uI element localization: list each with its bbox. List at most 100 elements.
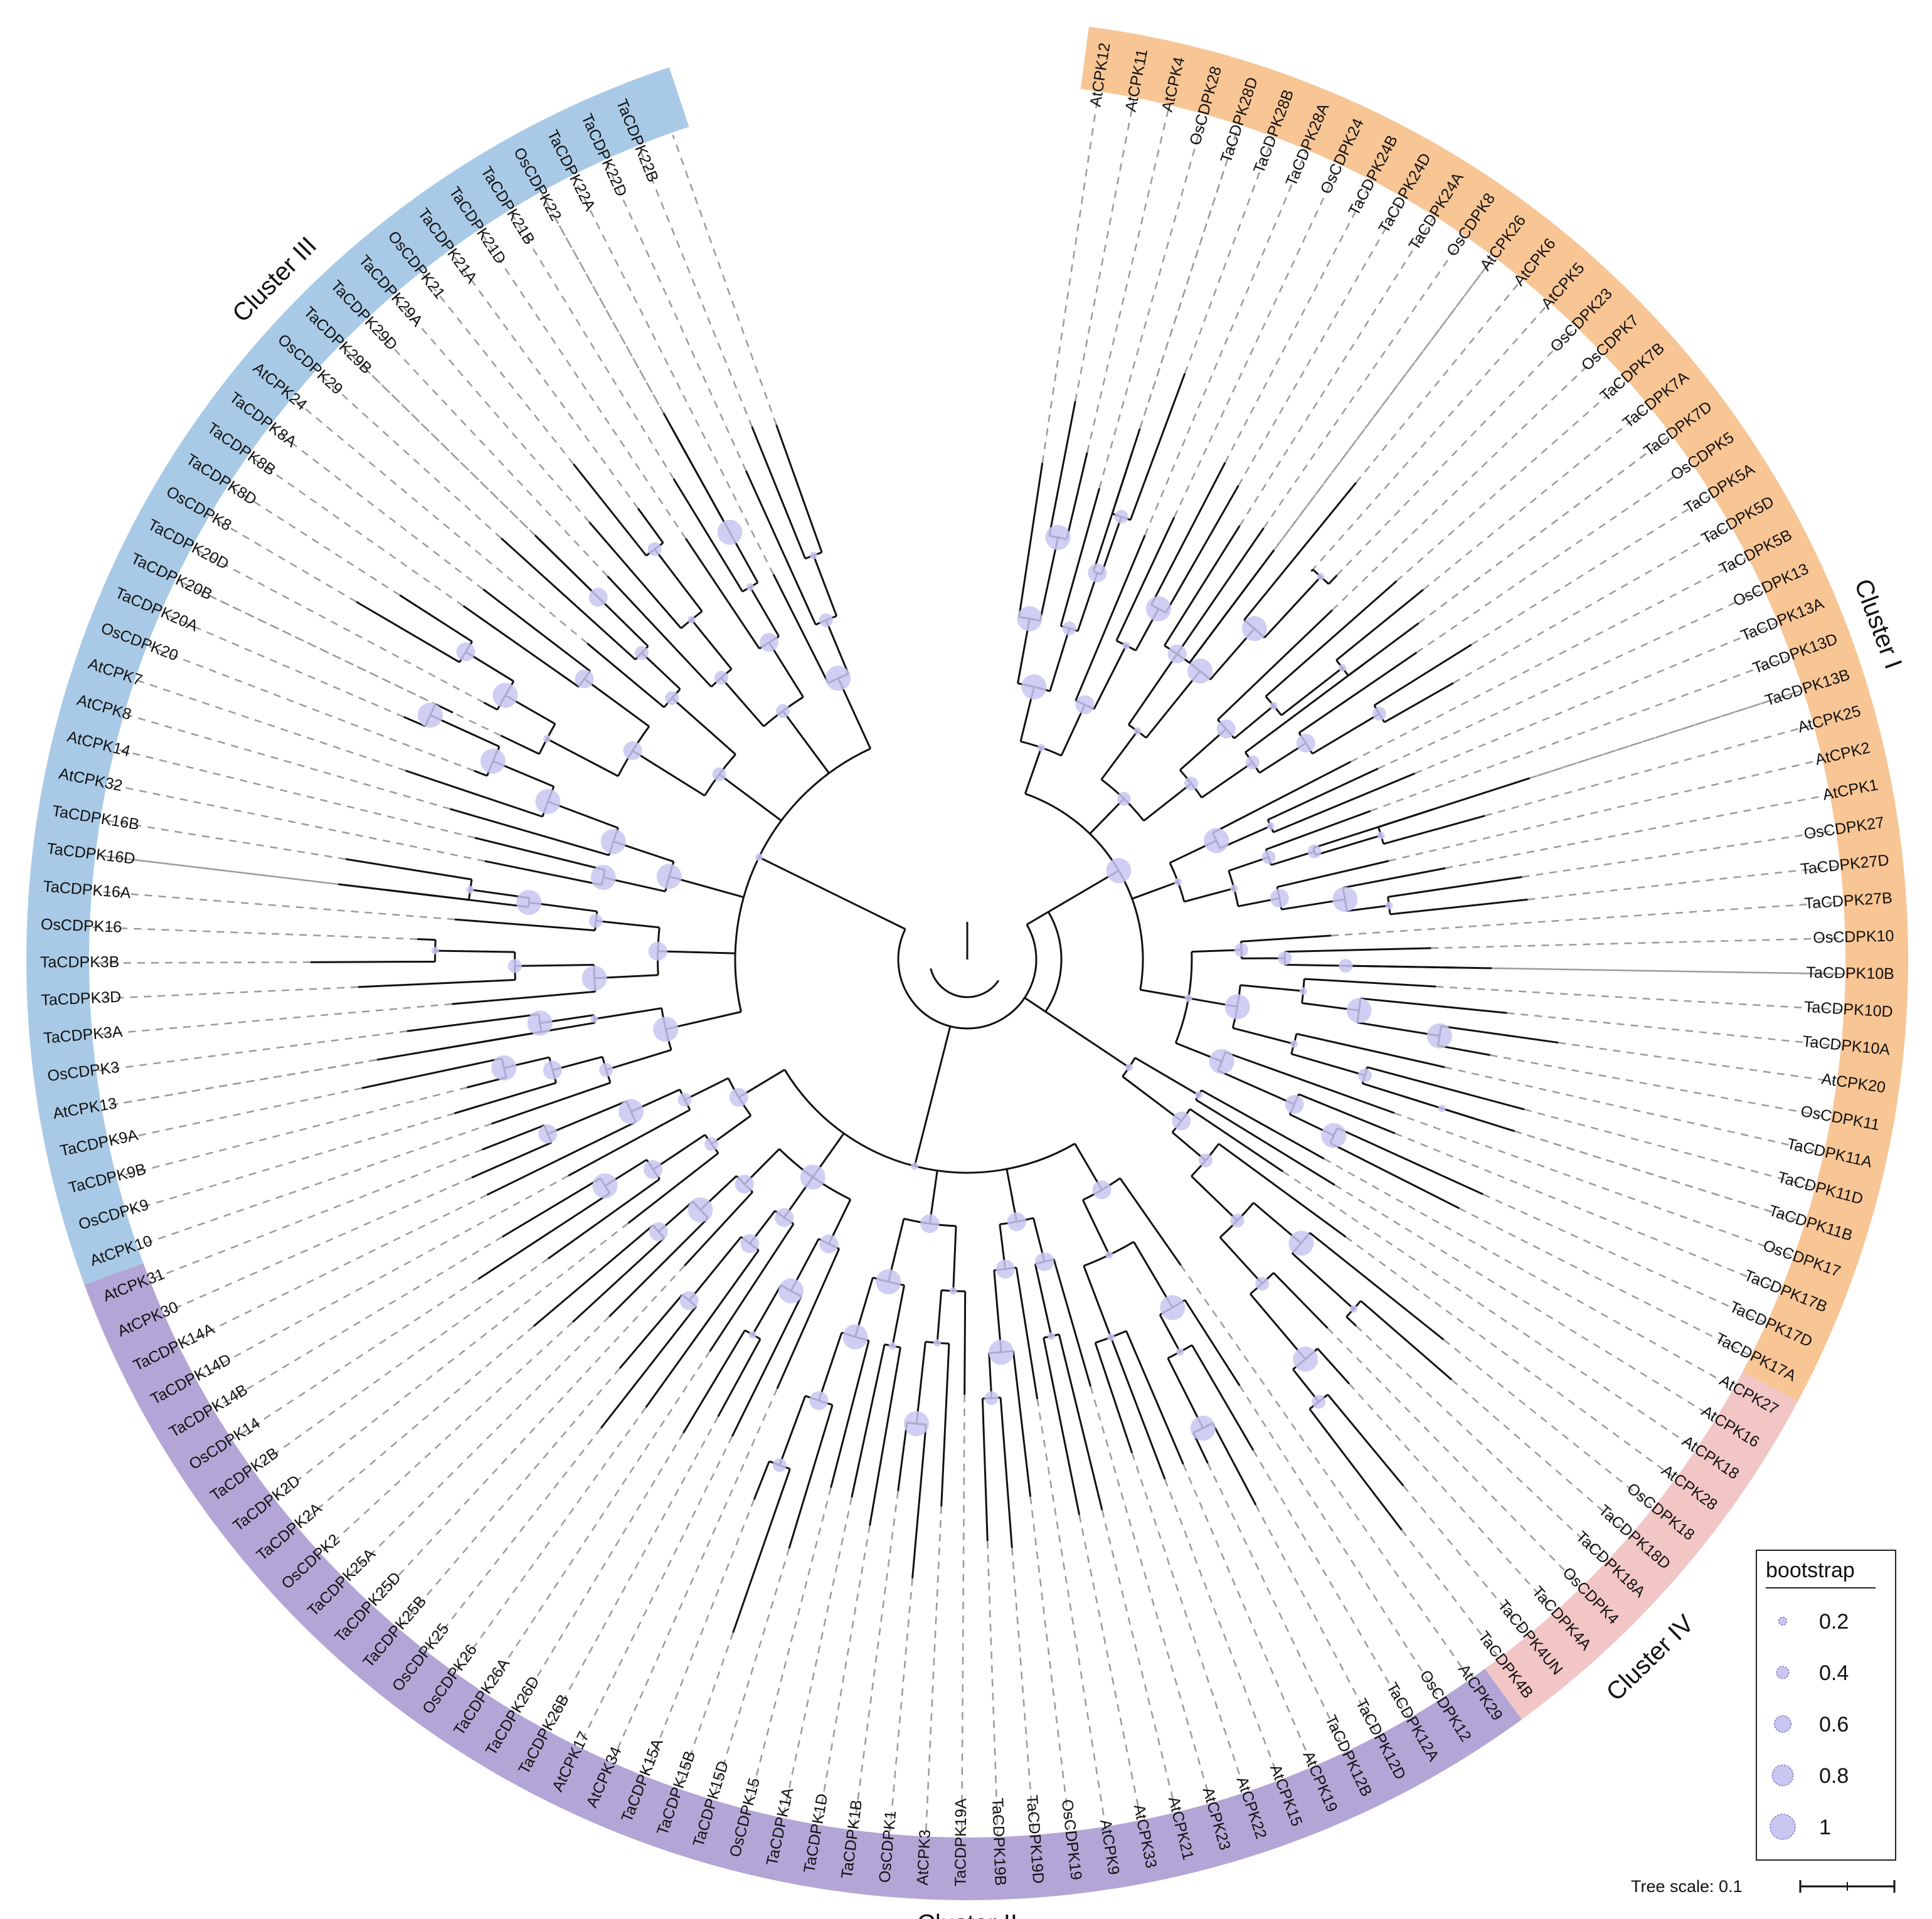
leaf-guide (1529, 690, 1802, 780)
leaf-guide (294, 399, 588, 644)
leaf-guide (1370, 656, 1790, 812)
branch (869, 1347, 901, 1526)
branch (776, 1248, 841, 1389)
bootstrap-circle (1245, 755, 1260, 769)
leaf-guide (1011, 1548, 1035, 1833)
branch (1273, 772, 1416, 833)
branch (1048, 401, 1076, 536)
leaf-label: TaCDPK10B (1806, 964, 1894, 983)
branch (483, 701, 498, 711)
leaf-guide (672, 134, 777, 425)
bootstrap-circle (1261, 850, 1276, 864)
leaf-guide (1507, 1012, 1839, 1047)
leaf-guide (1482, 1193, 1765, 1323)
bootstrap-circle (825, 665, 851, 691)
branch (1327, 574, 1338, 585)
leaf-guide (1416, 465, 1691, 653)
bootstrap-circle (1122, 642, 1130, 650)
root-arc (1044, 911, 1063, 1013)
branch (627, 1152, 719, 1224)
branch (1212, 761, 1352, 834)
root-arc (897, 924, 1038, 1030)
branch (1065, 452, 1088, 540)
bootstrap-circle (644, 1160, 663, 1179)
branch (572, 1237, 665, 1323)
root-arc (930, 968, 1000, 998)
leaf-label: OsCDPK16 (41, 916, 122, 936)
branch (1122, 1076, 1182, 1122)
bootstrap-circle (1167, 644, 1187, 663)
leaf-guide (1432, 690, 1802, 811)
leaf-guide (346, 1316, 610, 1578)
branch (608, 1217, 709, 1318)
bootstrap-circle (1114, 509, 1128, 524)
branch (484, 860, 602, 886)
branch (605, 1049, 672, 1071)
leaf-guide (128, 1113, 455, 1212)
bootstrap-circle (1270, 702, 1278, 710)
branch (1383, 815, 1485, 845)
leaf-guide (1444, 1066, 1822, 1153)
leaf-guide (1331, 901, 1842, 937)
branch (1243, 482, 1357, 621)
branch (632, 749, 706, 797)
leaf-guide (1436, 985, 1842, 1011)
branch (474, 769, 488, 777)
branch (1232, 1027, 1295, 1045)
bootstrap-circle (516, 890, 542, 916)
branch (1134, 1057, 1199, 1096)
branch (462, 605, 580, 688)
bootstrap-circle (984, 1391, 999, 1405)
branch (1159, 1314, 1181, 1353)
bootstrap-circle (1372, 707, 1387, 721)
bootstrap-circle (491, 1055, 517, 1081)
branch (981, 1398, 989, 1541)
leaf-guide (853, 1491, 899, 1828)
branch (586, 642, 665, 708)
leaf-guide (1036, 1398, 1106, 1824)
leaf-guide (1350, 557, 1746, 763)
branch (768, 642, 804, 698)
branch (657, 950, 736, 954)
branch (1273, 1272, 1329, 1329)
branch (1191, 1175, 1238, 1222)
bootstrap-circle (1187, 658, 1213, 684)
bootstrap-circle (1174, 878, 1182, 886)
branch (837, 677, 872, 749)
branch (536, 537, 599, 598)
branch (1049, 628, 1071, 692)
leaf-guide (1252, 1449, 1409, 1716)
branch (1039, 537, 1059, 621)
branch (911, 1424, 927, 1578)
legend-box (1756, 1550, 1896, 1861)
bootstrap-circle (809, 1391, 829, 1410)
bootstrap-circle (480, 748, 506, 774)
branch (607, 575, 713, 688)
branch (993, 1270, 1002, 1353)
branch (825, 620, 849, 675)
branch (1059, 488, 1101, 626)
branch (1018, 462, 1044, 617)
bootstrap-circle (527, 1010, 553, 1036)
branch (482, 588, 591, 672)
branch (1075, 535, 1146, 701)
branch (1346, 904, 1389, 912)
bootstrap-circle (1438, 1104, 1446, 1113)
branch (471, 1141, 552, 1179)
branch (1367, 1066, 1525, 1111)
bootstrap-circle (590, 865, 616, 891)
branch (597, 596, 649, 647)
leaf-guide (573, 177, 775, 575)
bootstrap-circle (714, 670, 728, 685)
leaf-guide (1041, 93, 1099, 463)
bootstrap-legend: bootstrap 0.20.40.60.81 (1756, 1550, 1896, 1861)
leaf-guide (373, 1265, 686, 1604)
leaf-guide (94, 890, 455, 921)
leaf-guide (713, 1548, 790, 1798)
branch (376, 1030, 542, 1061)
bootstrap-circle (1145, 596, 1171, 621)
bootstrap-circle (1230, 1213, 1245, 1228)
bootstrap-circle (590, 1015, 598, 1023)
branch (1245, 663, 1364, 753)
branch (1125, 1330, 1184, 1465)
